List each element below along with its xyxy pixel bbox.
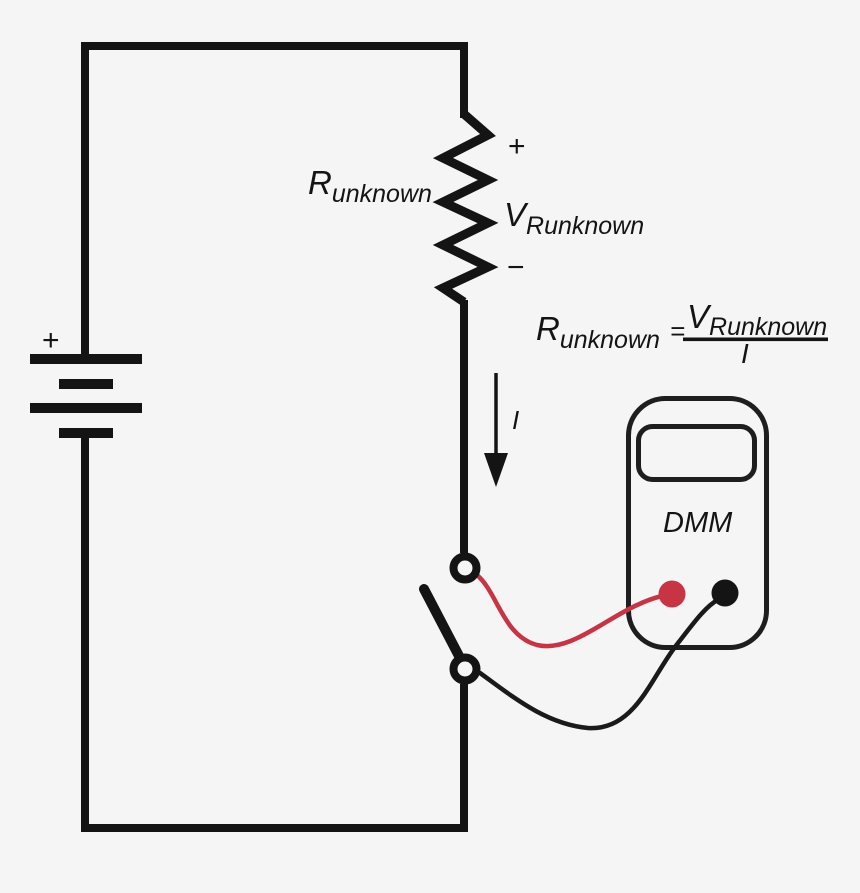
red-probe-jack — [658, 580, 686, 608]
battery-symbol: + — [30, 324, 142, 438]
switch-lever — [419, 584, 464, 661]
current-label: I — [512, 405, 519, 435]
current-arrowhead — [484, 453, 508, 487]
formula-lhs: Runknown= — [536, 310, 685, 354]
current-arrow: I — [484, 373, 519, 487]
switch — [419, 552, 481, 685]
dmm-body — [626, 396, 769, 650]
ohms-law-formula: Runknown= VRunknown I — [536, 298, 828, 369]
black-test-lead — [477, 596, 722, 731]
dmm-label: DMM — [663, 507, 733, 539]
battery-plus-label: + — [42, 324, 60, 357]
polarity-plus-label: + — [508, 130, 526, 163]
red-test-lead — [474, 572, 665, 649]
wire-switch-to-battery — [81, 438, 468, 832]
resistor-label: Runknown — [308, 164, 432, 208]
switch-terminal-top — [449, 552, 481, 584]
formula-numerator: VRunknown — [687, 298, 827, 341]
switch-terminal-bottom — [449, 653, 481, 685]
polarity-minus-label: − — [507, 251, 525, 284]
voltage-drop-label: VRunknown — [504, 196, 644, 240]
fraction-bar — [683, 337, 828, 342]
resistor-zigzag — [432, 110, 499, 306]
black-probe-jack — [711, 579, 739, 607]
formula-denominator: I — [741, 338, 749, 369]
wire-battery-to-resistor — [81, 42, 468, 354]
dmm: DMM — [626, 396, 769, 650]
dmm-display — [636, 424, 757, 482]
equals-sign: = — [670, 316, 685, 346]
